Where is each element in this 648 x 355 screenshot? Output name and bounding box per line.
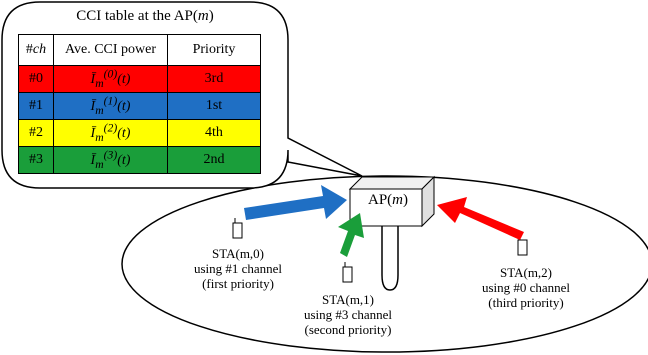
ap-label: AP(m)	[367, 192, 408, 208]
row-ch: #0	[18, 65, 54, 93]
sta-m1-name: STA(m,1)	[321, 292, 375, 307]
arrow-sta-m0	[244, 185, 347, 220]
cci-table: #ch Ave. CCI power Priority #0 Īm(0)(t) …	[18, 34, 261, 174]
row-power: Īm(3)(t)	[53, 146, 168, 174]
sta-m2-priority: (third priority)	[488, 295, 564, 310]
header-priority: Priority	[167, 34, 261, 66]
row-power: Īm(2)(t)	[53, 119, 168, 147]
sta-m2-label: STA(m,2) using #0 channel (third priorit…	[466, 265, 586, 310]
sta-m2-device	[517, 239, 528, 256]
table-header-row: #ch Ave. CCI power Priority	[18, 34, 261, 66]
sta-m1-device	[342, 266, 353, 283]
sta-m1-channel: using #3 channel	[303, 307, 393, 322]
row-priority: 3rd	[167, 65, 261, 93]
table-row: #1 Īm(1)(t) 1st	[18, 92, 261, 120]
sta-m0-name: STA(m,0)	[211, 246, 265, 261]
ap-antenna	[381, 224, 399, 291]
sta-m1-priority: (second priority)	[304, 322, 392, 337]
row-ch: #2	[18, 119, 54, 147]
coverage-ellipse	[121, 175, 648, 353]
sta-m0-priority: (first priority)	[202, 276, 274, 291]
row-power: Īm(0)(t)	[53, 65, 168, 93]
sta-m0-channel: using #1 channel	[193, 261, 283, 276]
row-power: Īm(1)(t)	[53, 92, 168, 120]
row-ch: #1	[18, 92, 54, 120]
row-priority: 2nd	[167, 146, 261, 174]
ap-box	[348, 175, 436, 228]
sta-m2-name: STA(m,2)	[499, 265, 553, 280]
row-priority: 4th	[167, 119, 261, 147]
header-power: Ave. CCI power	[53, 34, 168, 66]
sta-m1-label: STA(m,1) using #3 channel (second priori…	[288, 292, 408, 337]
table-title: CCI table at the AP(m)	[76, 8, 214, 24]
table-row: #2 Īm(2)(t) 4th	[18, 119, 261, 147]
sta-m0-device	[232, 222, 243, 239]
arrow-sta-m1	[338, 213, 364, 257]
arrow-sta-m2	[437, 197, 524, 240]
table-row: #3 Īm(3)(t) 2nd	[18, 146, 261, 174]
sta-m2-channel: using #0 channel	[481, 280, 571, 295]
table-row: #0 Īm(0)(t) 3rd	[18, 65, 261, 93]
row-priority: 1st	[167, 92, 261, 120]
row-ch: #3	[18, 146, 54, 174]
header-ch: #ch	[18, 34, 54, 66]
sta-m0-label: STA(m,0) using #1 channel (first priorit…	[178, 246, 298, 291]
